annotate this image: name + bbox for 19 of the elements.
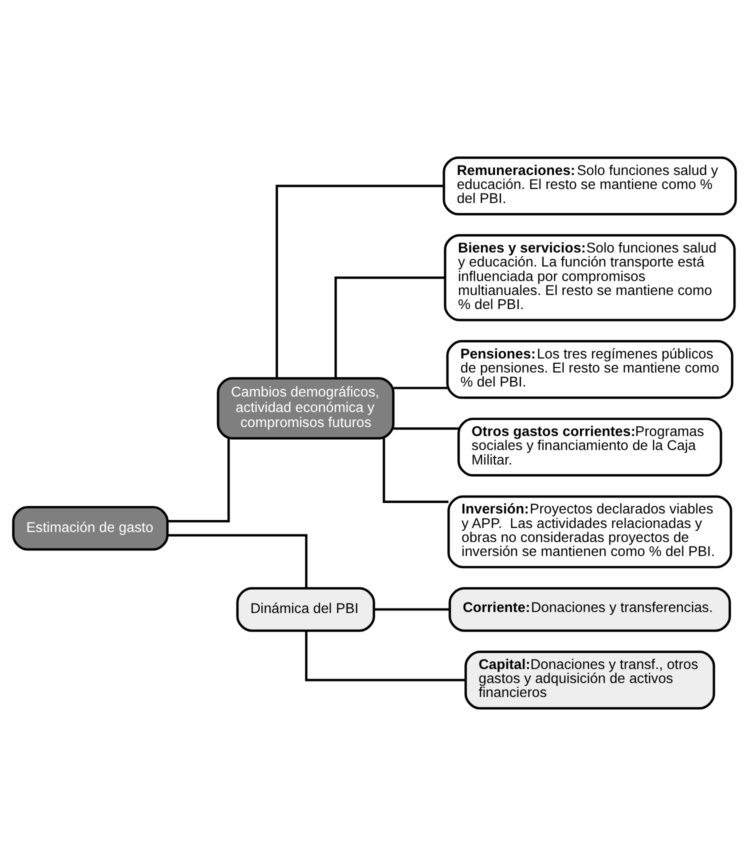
- connector: [334, 276, 445, 378]
- node-box: Remuneraciones:Solo funciones salud y educación. El resto se mantiene como % del PBI.: [442, 156, 737, 216]
- connector: [394, 427, 458, 430]
- node-box: Otros gastos corrientes:Programas sociales y financiamiento de la Caja Militar.: [457, 418, 722, 477]
- node-box: Estimación de gasto: [12, 506, 169, 551]
- connector: [168, 534, 308, 588]
- node-box: Inversión:Proyectos declarados viables y APP. Las actividades relacionadas y obras no consideradas proyectos de inversión se mantienen como % del PBI.: [447, 495, 732, 568]
- node-box: Cambios demográficos, actividad económica y compromisos futuros: [216, 377, 394, 440]
- connector: [382, 438, 448, 503]
- node-box: Dinámica del PBI: [236, 587, 376, 632]
- node-box: Pensiones:Los tres regímenes públicos de pensiones. El resto se mantiene como % del PBI.: [446, 340, 734, 399]
- node-box: Corriente:Donaciones y transferencias.: [448, 587, 731, 632]
- node-box: Capital:Donaciones y transf., otros gastos y adquisición de activos financieros: [464, 650, 716, 710]
- connector: [305, 630, 466, 682]
- node-box: Bienes y servicios:Solo funciones salud y educación. La función transporte está influenciada por compromisos multianuales. El resto se mantiene como % del PBI.: [444, 234, 736, 322]
- connector: [168, 438, 230, 522]
- connector: [374, 608, 450, 611]
- connector: [276, 184, 444, 378]
- connector: [394, 386, 448, 390]
